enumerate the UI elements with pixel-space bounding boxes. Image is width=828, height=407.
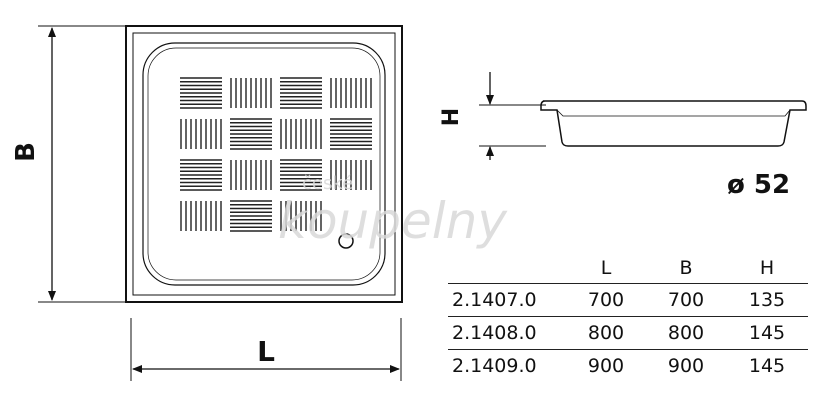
table-header-row: L B H <box>448 253 808 284</box>
tray-side-view <box>540 100 807 147</box>
row-h: 145 <box>726 316 808 350</box>
table-row: 2.1408.0 800 800 145 <box>448 316 808 350</box>
slip-block <box>180 201 222 231</box>
header-h: H <box>759 257 775 279</box>
slip-block <box>230 118 272 150</box>
row-h: 145 <box>726 349 808 382</box>
header-code <box>448 253 566 284</box>
row-code: 2.1408.0 <box>448 316 566 350</box>
tray-top-view <box>125 25 403 303</box>
dimension-h: H <box>439 72 546 160</box>
row-l: 700 <box>566 283 646 317</box>
slip-block <box>180 77 222 109</box>
slip-block <box>180 119 222 149</box>
table-row: 2.1407.0 700 700 135 <box>448 283 808 317</box>
dimension-b: B <box>11 25 126 303</box>
table-row: 2.1409.0 900 900 145 <box>448 349 808 382</box>
slip-block <box>180 159 222 191</box>
watermark-line2: koupelny <box>278 192 508 250</box>
row-l: 800 <box>566 316 646 350</box>
slip-block <box>280 201 322 231</box>
dimensions-table: L B H 2.1407.0 700 700 135 2.1408.0 800 … <box>448 253 808 382</box>
slip-block <box>330 118 372 150</box>
slip-block <box>280 159 322 191</box>
width-label: L <box>257 335 275 368</box>
slip-block <box>230 160 272 190</box>
slip-block <box>230 78 272 108</box>
row-b: 800 <box>646 316 726 350</box>
drain-hole <box>338 233 354 249</box>
height-label: H <box>439 108 464 126</box>
row-l: 900 <box>566 349 646 382</box>
row-code: 2.1409.0 <box>448 349 566 382</box>
header-l: L <box>600 257 612 279</box>
slip-block <box>330 160 372 190</box>
row-b: 900 <box>646 349 726 382</box>
depth-label: B <box>11 142 41 162</box>
slip-block <box>280 119 322 149</box>
slip-block <box>330 78 372 108</box>
slip-block <box>230 200 272 232</box>
row-h: 135 <box>726 283 808 317</box>
row-code: 2.1407.0 <box>448 283 566 317</box>
drain-diameter-label: ø 52 <box>727 170 790 200</box>
dimension-l: L <box>130 318 402 381</box>
watermark-line1: české <box>302 173 353 194</box>
watermark: české koupelny <box>278 173 508 250</box>
anti-slip-pattern <box>180 77 372 232</box>
slip-block <box>280 77 322 109</box>
header-b: B <box>679 257 693 279</box>
row-b: 700 <box>646 283 726 317</box>
